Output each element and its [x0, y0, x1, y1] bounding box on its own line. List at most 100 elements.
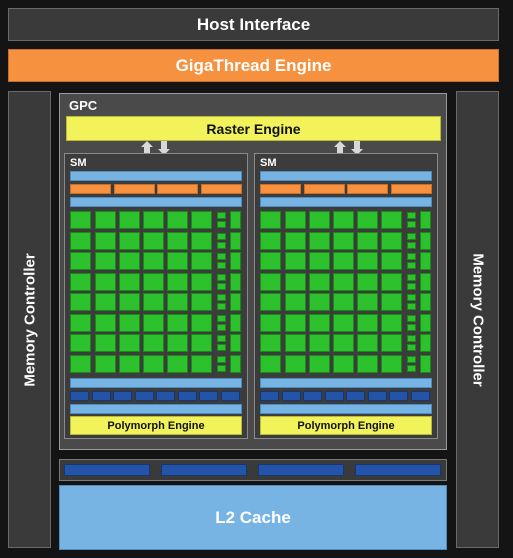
- shared-memory-bar: [260, 404, 432, 414]
- load-store-unit: [217, 212, 226, 219]
- cuda-core: [95, 334, 116, 352]
- cuda-core: [333, 272, 354, 291]
- load-store-unit: [217, 241, 226, 249]
- load-store-unit: [407, 335, 416, 342]
- cuda-core: [333, 293, 354, 311]
- load-store-unit: [407, 364, 416, 372]
- special-function-unit: [420, 313, 431, 332]
- polymorph-engine: Polymorph Engine: [260, 416, 432, 435]
- cuda-core: [309, 334, 330, 352]
- warp-scheduler-cell: [347, 184, 388, 194]
- cuda-core: [260, 313, 281, 332]
- texture-unit: [70, 391, 89, 401]
- cuda-core: [143, 231, 164, 250]
- raster-engine: Raster Engine: [66, 116, 441, 141]
- cuda-core: [95, 354, 116, 373]
- warp-scheduler-cell: [200, 184, 242, 194]
- cuda-core: [95, 231, 116, 250]
- special-function-unit: [230, 313, 241, 332]
- load-store-unit: [407, 253, 416, 260]
- cuda-core: [143, 211, 164, 229]
- gigathread-engine: GigaThread Engine: [8, 49, 499, 82]
- texture-unit: [177, 391, 197, 401]
- special-function-unit: [230, 231, 241, 250]
- texture-unit: [260, 391, 279, 401]
- cuda-core: [285, 211, 306, 229]
- texture-unit: [303, 391, 322, 401]
- cuda-core: [70, 313, 91, 332]
- load-store-unit: [217, 221, 226, 228]
- cuda-core: [333, 231, 354, 250]
- cuda-core: [119, 354, 140, 373]
- load-store-unit: [217, 232, 226, 240]
- load-store-unit: [407, 314, 416, 322]
- load-store-unit: [407, 282, 416, 290]
- cuda-core: [260, 354, 281, 373]
- cuda-core: [167, 354, 188, 373]
- cuda-core: [381, 313, 402, 332]
- bidirectional-arrow-icon: [334, 141, 363, 155]
- load-store-unit: [407, 303, 416, 310]
- cuda-core: [70, 211, 91, 229]
- cuda-core: [333, 211, 354, 229]
- load-store-unit: [407, 262, 416, 269]
- cuda-core: [95, 293, 116, 311]
- cuda-core: [167, 231, 188, 250]
- load-store-unit: [217, 253, 226, 260]
- special-function-unit: [230, 272, 241, 291]
- load-store-unit: [217, 262, 226, 269]
- cuda-core: [119, 272, 140, 291]
- special-function-unit: [230, 354, 241, 373]
- cuda-core: [70, 354, 91, 373]
- cuda-core: [95, 272, 116, 291]
- cuda-core: [119, 231, 140, 250]
- texture-unit: [281, 391, 301, 401]
- cuda-core: [381, 252, 402, 270]
- texture-unit: [156, 391, 175, 401]
- cuda-core: [143, 354, 164, 373]
- cuda-core: [381, 231, 402, 250]
- host-interface: Host Interface: [8, 8, 499, 41]
- load-store-unit: [407, 273, 416, 281]
- cuda-core: [119, 252, 140, 270]
- warp-scheduler-cell: [157, 184, 198, 194]
- register-file-bar: [70, 197, 242, 207]
- cuda-core: [167, 313, 188, 332]
- cuda-core: [357, 313, 378, 332]
- polymorph-engine: Polymorph Engine: [70, 416, 242, 435]
- cuda-core: [191, 334, 212, 352]
- texture-unit: [134, 391, 154, 401]
- sm-block: SM Polymorph Engine: [64, 153, 248, 439]
- interconnect-bar: [70, 378, 242, 388]
- cuda-core: [95, 313, 116, 332]
- cuda-core: [167, 252, 188, 270]
- register-file-bar: [260, 197, 432, 207]
- sm-block: SM Polymorph Engine: [254, 153, 438, 439]
- load-store-unit: [217, 335, 226, 342]
- warp-scheduler-cell: [303, 184, 345, 194]
- cuda-core: [70, 231, 91, 250]
- cuda-core: [191, 211, 212, 229]
- cuda-core: [191, 313, 212, 332]
- cuda-core: [285, 334, 306, 352]
- texture-unit: [199, 391, 218, 401]
- cuda-core: [357, 334, 378, 352]
- gpc-label: GPC: [69, 98, 98, 113]
- cuda-core: [95, 211, 116, 229]
- texture-unit: [346, 391, 365, 401]
- load-store-unit: [217, 364, 226, 372]
- l2-slice: [161, 464, 247, 476]
- load-store-unit: [407, 212, 416, 219]
- cuda-core: [119, 211, 140, 229]
- bidirectional-arrow-icon: [141, 141, 170, 155]
- special-function-unit: [420, 252, 431, 270]
- load-store-unit: [407, 323, 416, 331]
- cuda-core: [95, 252, 116, 270]
- sm-label: SM: [260, 157, 277, 169]
- load-store-unit: [217, 314, 226, 322]
- special-function-unit: [230, 252, 241, 270]
- cuda-core: [333, 252, 354, 270]
- warp-scheduler-cell: [113, 184, 155, 194]
- special-function-unit: [420, 272, 431, 291]
- cuda-core: [285, 231, 306, 250]
